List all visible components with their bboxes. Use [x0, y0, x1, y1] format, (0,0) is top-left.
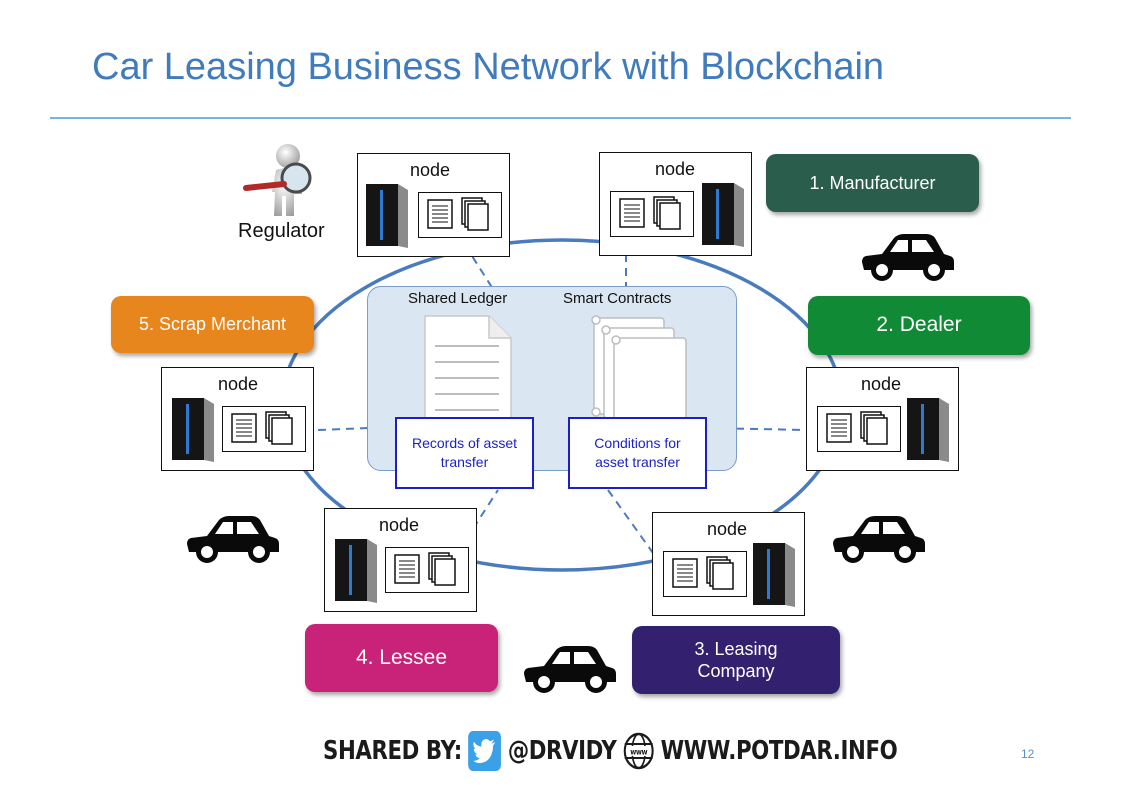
shared-by-label: SHARED BY: — [323, 736, 462, 766]
globe-icon: www — [623, 732, 654, 770]
footer-credit: SHARED BY: @DRVIDY www WWW.POTDAR.INFO — [323, 728, 898, 774]
server-icon — [335, 539, 377, 603]
server-icon — [753, 543, 795, 607]
connector-bottom-right — [607, 489, 654, 554]
dealer-box: 2. Dealer — [808, 296, 1030, 355]
records-of-asset-transfer-box: Records of asset transfer — [395, 417, 534, 489]
records-text: Records of asset transfer — [412, 434, 517, 472]
car-icon — [522, 642, 618, 699]
page-number: 12 — [1021, 747, 1035, 761]
conditions-text: Conditions for asset transfer — [594, 434, 680, 472]
node-bottom-right: node — [652, 512, 805, 616]
car-icon — [831, 512, 927, 569]
server-icon — [907, 398, 949, 462]
conditions-for-asset-transfer-box: Conditions for asset transfer — [568, 417, 707, 489]
node-label: node — [410, 160, 451, 180]
car-icon — [860, 230, 956, 287]
connector-bottom-left — [457, 489, 499, 553]
documents-icon — [610, 191, 694, 237]
scrap-merchant-label: 5. Scrap Merchant — [138, 314, 287, 335]
node-label: node — [379, 515, 420, 535]
server-icon — [366, 184, 408, 248]
smart-contracts-label: Smart Contracts — [563, 290, 672, 307]
leasing-company-box: 3. Leasing Company — [632, 626, 840, 694]
dealer-label: 2. Dealer — [876, 313, 962, 337]
documents-icon — [222, 406, 306, 452]
manufacturer-label: 1. Manufacturer — [809, 172, 936, 193]
node-label: node — [861, 374, 902, 394]
documents-icon — [663, 551, 747, 597]
node-bottom-left: node — [324, 508, 477, 612]
server-icon — [702, 183, 744, 247]
node-top-right: node — [599, 152, 752, 256]
node-label: node — [218, 374, 259, 394]
scrap-merchant-box: 5. Scrap Merchant — [111, 296, 314, 353]
records-line-2: transfer — [440, 454, 489, 470]
lessee-box: 4. Lessee — [305, 624, 498, 692]
leasing-company-label: 3. Leasing Company — [694, 638, 777, 683]
conditions-line-1: Conditions for — [594, 435, 681, 452]
twitter-icon[interactable] — [468, 731, 502, 771]
title-divider — [50, 117, 1071, 119]
connector-top-left — [464, 244, 501, 301]
documents-icon — [385, 547, 469, 593]
documents-icon — [817, 406, 901, 452]
node-left: node — [161, 367, 314, 471]
manufacturer-box: 1. Manufacturer — [766, 154, 979, 212]
lessee-label: 4. Lessee — [355, 645, 448, 669]
regulator-icon — [242, 142, 322, 220]
conditions-line-2: asset transfer — [595, 454, 680, 470]
website-link[interactable]: WWW.POTDAR.INFO — [660, 736, 898, 766]
node-right: node — [806, 367, 959, 471]
slide-title: Car Leasing Business Network with Blockc… — [92, 46, 885, 88]
ledger-document-icon — [423, 314, 513, 419]
shared-ledger-label: Shared Ledger — [408, 290, 508, 307]
node-label: node — [707, 519, 748, 539]
smart-contracts-scroll-icon — [586, 314, 696, 424]
leasing-company-line-2: Company — [697, 661, 775, 681]
leasing-company-line-1: 3. Leasing — [694, 638, 778, 659]
documents-icon — [418, 192, 502, 238]
regulator-label: Regulator — [238, 220, 325, 242]
node-label: node — [655, 159, 696, 179]
car-icon — [185, 512, 281, 569]
server-icon — [172, 398, 214, 462]
records-line-1: Records of asset — [411, 435, 518, 452]
globe-www-text: www — [630, 747, 648, 757]
node-top-left: node — [357, 153, 510, 257]
twitter-handle[interactable]: @DRVIDY — [507, 736, 617, 766]
